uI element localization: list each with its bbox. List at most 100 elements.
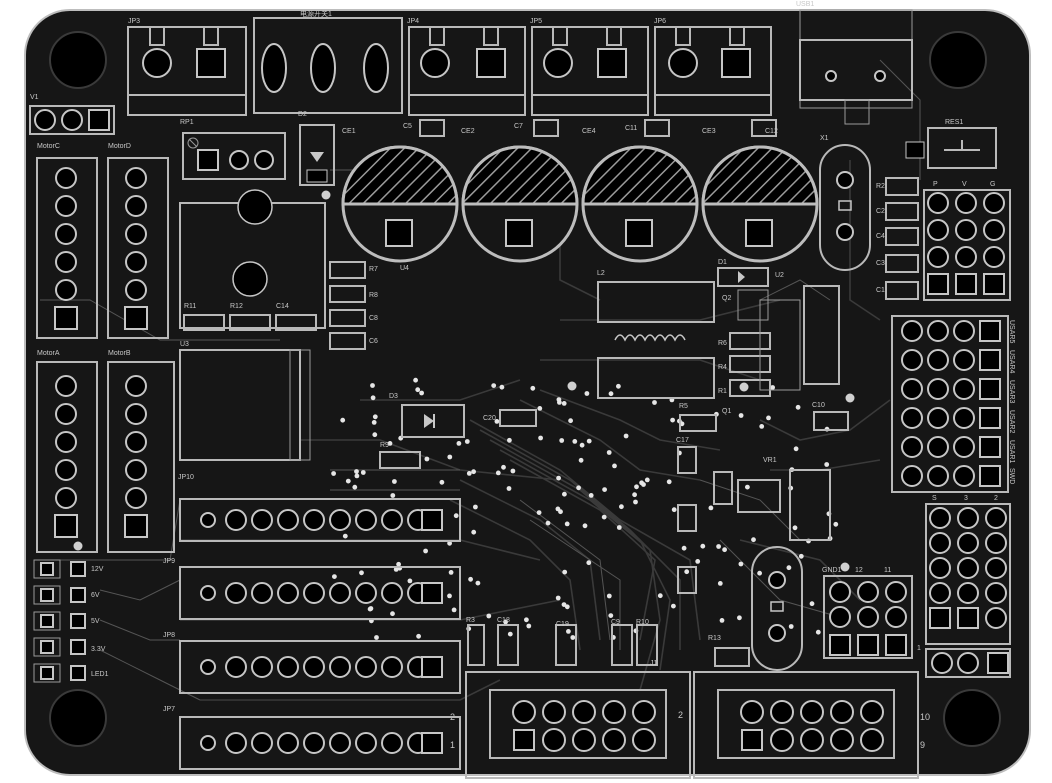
- swd-label: SWD: [1008, 468, 1015, 484]
- via-large: [321, 190, 331, 200]
- mounting-hole-top-left: [49, 31, 107, 89]
- via: [507, 631, 513, 637]
- via: [392, 479, 397, 484]
- pad-round: [953, 465, 975, 487]
- mounting-hole-bottom-right: [943, 689, 1001, 747]
- pad-round: [602, 728, 626, 752]
- smd-r6-r4-r1: R6 R4 R1 R5 Q1: [679, 332, 771, 432]
- crystal-lower: [751, 546, 803, 671]
- pad-round: [602, 700, 626, 724]
- footprint-u4: U4: [179, 189, 409, 329]
- via: [717, 581, 723, 586]
- board-outline: [24, 9, 1031, 776]
- header-gnd-12-11: GND1 12 11 1: [822, 567, 921, 659]
- c2-label: C2: [876, 208, 885, 215]
- pad-round: [55, 195, 77, 217]
- via: [415, 387, 421, 393]
- pad-round: [901, 349, 923, 371]
- via: [737, 615, 742, 621]
- c5-label: C5: [403, 123, 412, 130]
- via: [751, 537, 756, 543]
- via: [536, 510, 542, 515]
- pad-round: [927, 407, 949, 429]
- p-label: P: [933, 181, 938, 188]
- via: [387, 441, 393, 446]
- pad-round: [303, 656, 325, 678]
- pad-round: [200, 585, 216, 601]
- via: [671, 507, 677, 513]
- jp7-label: JP7: [163, 706, 175, 713]
- pad-square: [124, 306, 148, 330]
- gnd1-label: GND1: [822, 567, 842, 574]
- footprint-v1: V1: [29, 94, 115, 135]
- via: [486, 613, 492, 619]
- via: [451, 607, 457, 613]
- pad-round: [929, 582, 951, 604]
- via: [555, 506, 561, 512]
- via: [798, 553, 804, 559]
- r13-label: R13: [708, 635, 721, 642]
- motor-d-label: MotorD: [108, 143, 131, 150]
- crystal-x1: X1: [819, 135, 871, 271]
- pad-round: [200, 512, 216, 528]
- c18-label: C18: [497, 617, 510, 624]
- v33-label: 3.3V: [91, 646, 106, 653]
- pad-round: [381, 582, 403, 604]
- idc-header-pair: 2 10 9: [465, 671, 930, 779]
- q1-label: Q1: [722, 408, 731, 415]
- jp5-label: JP5: [530, 18, 542, 25]
- via: [360, 470, 366, 475]
- via: [453, 513, 459, 519]
- pad-round: [929, 507, 951, 529]
- pad-round: [901, 320, 923, 342]
- r11-label: R11: [184, 303, 196, 310]
- footprint-u3: U3: [179, 341, 311, 461]
- smd-column-right: R2 C2 C4 C3 C1: [876, 177, 919, 300]
- capacitor-ce3-group: C11 CE3: [581, 119, 716, 263]
- pad-round: [860, 728, 884, 752]
- via: [499, 384, 505, 390]
- via: [757, 570, 762, 576]
- pad-square: [955, 273, 977, 295]
- pad-round: [955, 192, 977, 214]
- pad-square: [70, 561, 86, 577]
- pad-round: [983, 192, 1005, 214]
- via: [471, 469, 476, 475]
- pad-round: [251, 509, 273, 531]
- smd-resistor-bank-1: R7 R8 C8 C6: [329, 261, 378, 350]
- via: [473, 504, 478, 510]
- pad-round: [957, 507, 979, 529]
- via: [530, 385, 536, 391]
- via: [561, 401, 567, 406]
- footprint-rp1: RP1: [180, 119, 286, 180]
- r3-label: R3: [466, 617, 475, 624]
- pad-round: [957, 532, 979, 554]
- pad-round: [303, 509, 325, 531]
- pad-square: [741, 729, 763, 751]
- via-large: [840, 562, 850, 572]
- via: [495, 470, 501, 476]
- via: [792, 525, 798, 531]
- via: [608, 391, 614, 397]
- pad-square: [421, 509, 443, 531]
- pad-round: [927, 436, 949, 458]
- pad-round: [830, 700, 854, 724]
- pad-square: [979, 407, 1001, 429]
- via: [681, 545, 687, 551]
- pad-round: [770, 728, 794, 752]
- pad-round: [885, 606, 907, 628]
- pad-round: [957, 582, 979, 604]
- c17-label: C17: [676, 437, 689, 444]
- pad-round: [955, 246, 977, 268]
- r1-label: R1: [718, 388, 727, 395]
- long-header-bank: JP10 JP9 JP8 JP7 2 1: [163, 474, 461, 770]
- pad-square: [421, 656, 443, 678]
- via: [584, 391, 590, 396]
- pad-round: [55, 459, 77, 481]
- pad-round: [329, 656, 351, 678]
- via: [494, 419, 500, 424]
- via: [447, 593, 452, 599]
- via: [447, 454, 453, 460]
- via: [491, 383, 497, 388]
- via-large: [739, 382, 749, 392]
